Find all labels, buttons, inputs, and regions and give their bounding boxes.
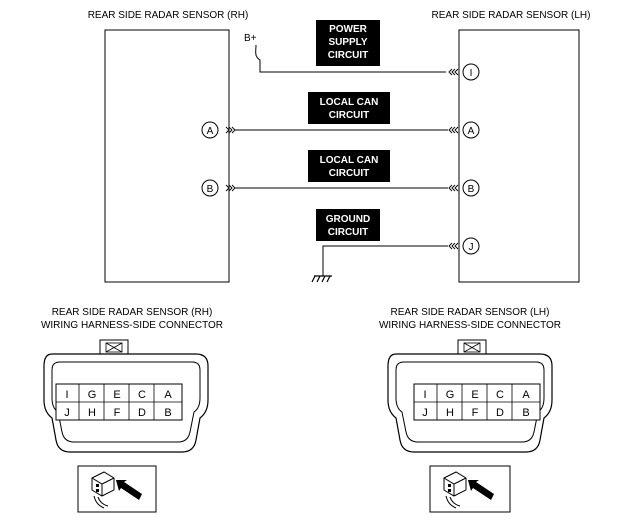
rh-terminal-b-label: B — [207, 184, 214, 195]
can-a-circuit-line2: CIRCUIT — [329, 110, 370, 121]
rh-sensor-title: REAR SIDE RADAR SENSOR (RH) — [88, 10, 249, 21]
rh-connector-title-line2: WIRING HARNESS-SIDE CONNECTOR — [41, 320, 223, 331]
rh-terminal-a-label: A — [207, 126, 214, 137]
rh-pin-h: H — [88, 407, 96, 419]
lh-terminal-j: J — [462, 237, 480, 255]
lh-pin-d: D — [496, 407, 504, 419]
power-circuit-line3: CIRCUIT — [328, 50, 369, 61]
lh-connector-title-line1: REAR SIDE RADAR SENSOR (LH) — [391, 307, 550, 318]
lh-connector-title-line2: WIRING HARNESS-SIDE CONNECTOR — [379, 320, 561, 331]
ground-wire — [322, 245, 448, 276]
lh-pin-e: E — [471, 389, 478, 401]
ground-circuit-label: GROUND CIRCUIT — [316, 209, 380, 241]
power-wire — [255, 44, 446, 73]
rh-terminal-b: B — [201, 179, 219, 197]
rh-pin-b: B — [164, 407, 171, 419]
rh-connector-title-line1: REAR SIDE RADAR SENSOR (RH) — [52, 307, 213, 318]
can-b-circuit-label: LOCAL CAN CIRCUIT — [308, 150, 390, 182]
power-circuit-line2: SUPPLY — [328, 37, 367, 48]
lh-terminal-b-label: B — [468, 184, 475, 195]
rh-connector: I G E C A J H F D B — [43, 339, 209, 453]
lh-terminal-j-label: J — [469, 242, 474, 253]
lh-pin-a: A — [522, 389, 530, 401]
rh-pin-d: D — [138, 407, 146, 419]
lh-pin-g: G — [446, 389, 455, 401]
lh-pin-i: I — [423, 389, 426, 401]
rh-pin-a: A — [164, 389, 172, 401]
lh-pin-c: C — [496, 389, 504, 401]
rh-pin-e: E — [113, 389, 120, 401]
lh-terminal-a-label: A — [468, 126, 475, 137]
lh-terminal-i: I — [462, 63, 480, 81]
lh-terminal-i-label: I — [470, 68, 473, 79]
rh-terminal-a: A — [201, 121, 219, 139]
can-b-circuit-line2: CIRCUIT — [329, 168, 370, 179]
power-supply-circuit-label: POWER SUPPLY CIRCUIT — [316, 20, 380, 66]
lh-terminal-a: A — [462, 121, 480, 139]
can-b-circuit-line1: LOCAL CAN — [320, 155, 379, 166]
lh-chevron-a-icon — [448, 126, 459, 134]
lh-chevron-i-icon — [448, 68, 459, 76]
rh-pin-i: I — [65, 389, 68, 401]
rh-chevron-b-icon — [225, 184, 236, 192]
can-a-circuit-line1: LOCAL CAN — [320, 97, 379, 108]
lh-pin-j: J — [422, 407, 428, 419]
lh-pin-h: H — [446, 407, 454, 419]
lh-pin-f: F — [472, 407, 479, 419]
power-circuit-line1: POWER — [329, 24, 368, 35]
lh-sensor-title: REAR SIDE RADAR SENSOR (LH) — [432, 10, 591, 21]
lh-connector-view-icon — [429, 465, 511, 513]
rh-connector-view-icon — [77, 465, 157, 513]
battery-label: B+ — [244, 33, 257, 44]
lh-terminal-b: B — [462, 179, 480, 197]
ground-circuit-line1: GROUND — [326, 214, 370, 225]
lh-chevron-j-icon — [448, 242, 459, 250]
lh-chevron-b-icon — [448, 184, 459, 192]
ground-circuit-line2: CIRCUIT — [328, 227, 369, 238]
rh-chevron-a-icon — [225, 126, 236, 134]
can-a-circuit-label: LOCAL CAN CIRCUIT — [308, 92, 390, 124]
rh-sensor-body — [104, 29, 230, 283]
ground-symbol — [311, 275, 332, 283]
lh-connector: I G E C A J H F D B — [387, 339, 553, 453]
rh-pin-g: G — [88, 389, 97, 401]
rh-pin-j: J — [64, 407, 70, 419]
lh-pin-b: B — [522, 407, 529, 419]
rh-pin-c: C — [138, 389, 146, 401]
rh-pin-f: F — [114, 407, 121, 419]
